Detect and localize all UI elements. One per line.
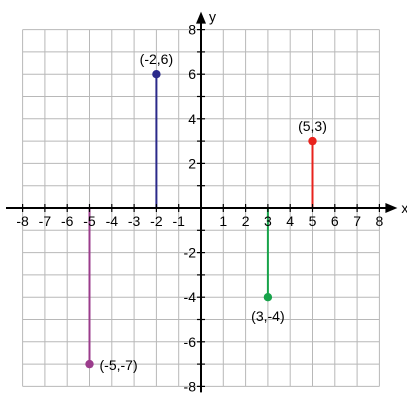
point-label: (-5,-7)	[100, 357, 138, 373]
x-tick-label: -8	[16, 213, 29, 229]
y-tick-label: 2	[188, 155, 196, 171]
y-tick-label: 8	[188, 22, 196, 38]
x-tick-label: 5	[309, 213, 317, 229]
x-tick-label: -6	[61, 213, 74, 229]
y-tick-label: 4	[188, 111, 196, 127]
data-point	[152, 70, 161, 79]
axes: xy	[6, 9, 407, 393]
x-tick-label: -5	[83, 213, 96, 229]
x-tick-label: 6	[331, 213, 339, 229]
x-tick-label: 1	[219, 213, 227, 229]
x-tick-label: -2	[150, 213, 163, 229]
y-tick-label: 6	[188, 66, 196, 82]
y-tick-label: -6	[184, 334, 197, 350]
x-tick-label: 8	[376, 213, 384, 229]
x-tick-label: -7	[39, 213, 52, 229]
x-tick-label: -1	[172, 213, 185, 229]
y-tick-label: -2	[184, 245, 197, 261]
x-axis-label: x	[401, 200, 407, 216]
points: (-2,6) (5,3) (3,-4) (-5,-7)	[85, 51, 327, 373]
data-point	[263, 293, 273, 302]
x-tick-label: 3	[264, 213, 272, 229]
point-label: (5,3)	[298, 118, 327, 134]
x-tick-label: 4	[286, 213, 294, 229]
x-tick-label: 7	[353, 213, 361, 229]
point-label: (3,-4)	[251, 308, 284, 324]
x-tick-label: -3	[128, 213, 141, 229]
x-tick-label: -4	[106, 213, 119, 229]
x-tick-label: 2	[242, 213, 250, 229]
y-axis-arrow-icon	[196, 11, 206, 24]
point-label: (-2,6)	[140, 51, 173, 67]
data-point	[308, 136, 317, 146]
y-tick-label: -4	[184, 289, 197, 305]
x-axis-arrow-icon	[385, 203, 398, 213]
y-axis-label: y	[209, 9, 216, 25]
data-point	[85, 359, 94, 369]
y-tick-label: -8	[184, 378, 197, 394]
